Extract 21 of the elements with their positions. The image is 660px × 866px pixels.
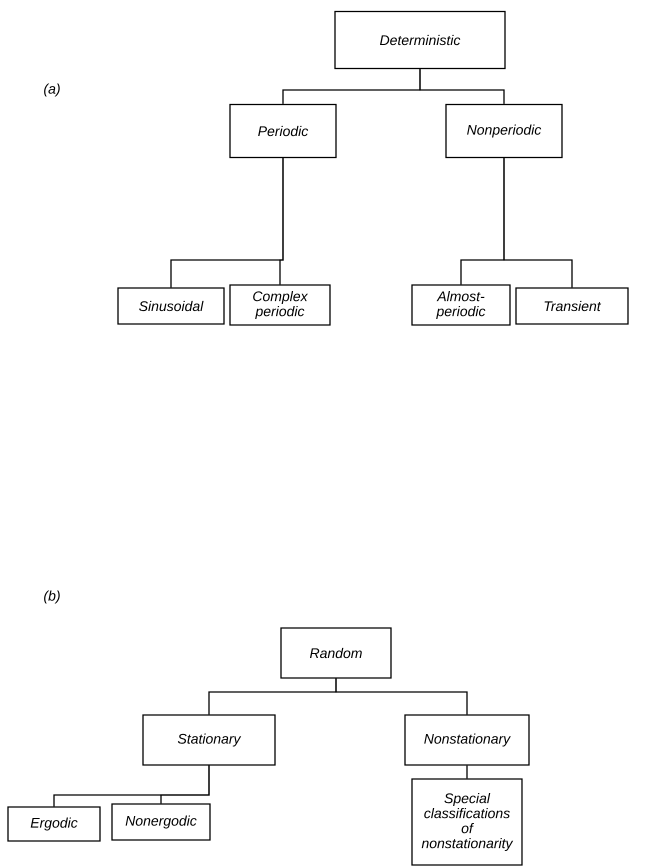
- connector-line: [160, 766, 210, 804]
- category-box: Random: [280, 627, 392, 679]
- category-box: Ergodic: [7, 806, 101, 842]
- panel-label: (b): [44, 590, 60, 604]
- category-box: Nonperiodic: [445, 104, 563, 158]
- connector-line: [279, 158, 284, 284]
- category-box: Transient: [515, 287, 629, 325]
- category-box: Almost-periodic: [411, 284, 511, 326]
- category-box: Special classifications of nonstationarity: [411, 778, 523, 866]
- category-box: Nonergodic: [111, 803, 211, 841]
- category-box: Stationary: [142, 714, 276, 766]
- panel-label: (a): [44, 83, 60, 97]
- category-box: Nonstationary: [404, 714, 530, 766]
- category-box: Deterministic: [334, 10, 506, 70]
- category-box: Sinusoidal: [117, 287, 225, 325]
- connector-line: [335, 678, 468, 714]
- connector-line: [503, 158, 573, 288]
- connector-line: [466, 766, 468, 778]
- connector-line: [419, 69, 505, 104]
- category-box: Periodic: [229, 104, 337, 158]
- category-box: Complex periodic: [229, 284, 331, 326]
